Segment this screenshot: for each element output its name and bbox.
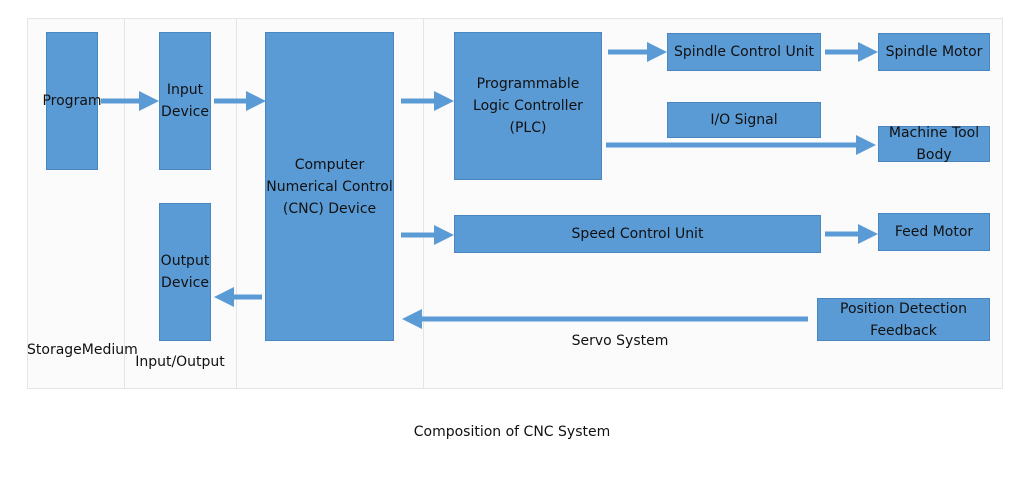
region-divider-storage [124,18,125,389]
region-divider-io [236,18,237,389]
spindle-control-unit-box: Spindle Control Unit [667,33,821,71]
region-label-servo-system: Servo System [571,333,669,349]
region-label-storage-medium: StorageMedium [27,342,138,358]
feed-motor-box: Feed Motor [878,213,990,251]
figure-caption: Composition of CNC System [413,424,611,440]
region-label-input-output: Input/Output [135,354,225,370]
speed-control-unit-box: Speed Control Unit [454,215,821,253]
region-divider-servo [423,18,424,389]
program-box: Program [42,32,102,170]
spindle-motor-box: Spindle Motor [878,33,990,71]
io-signal-box: I/O Signal [667,102,821,138]
